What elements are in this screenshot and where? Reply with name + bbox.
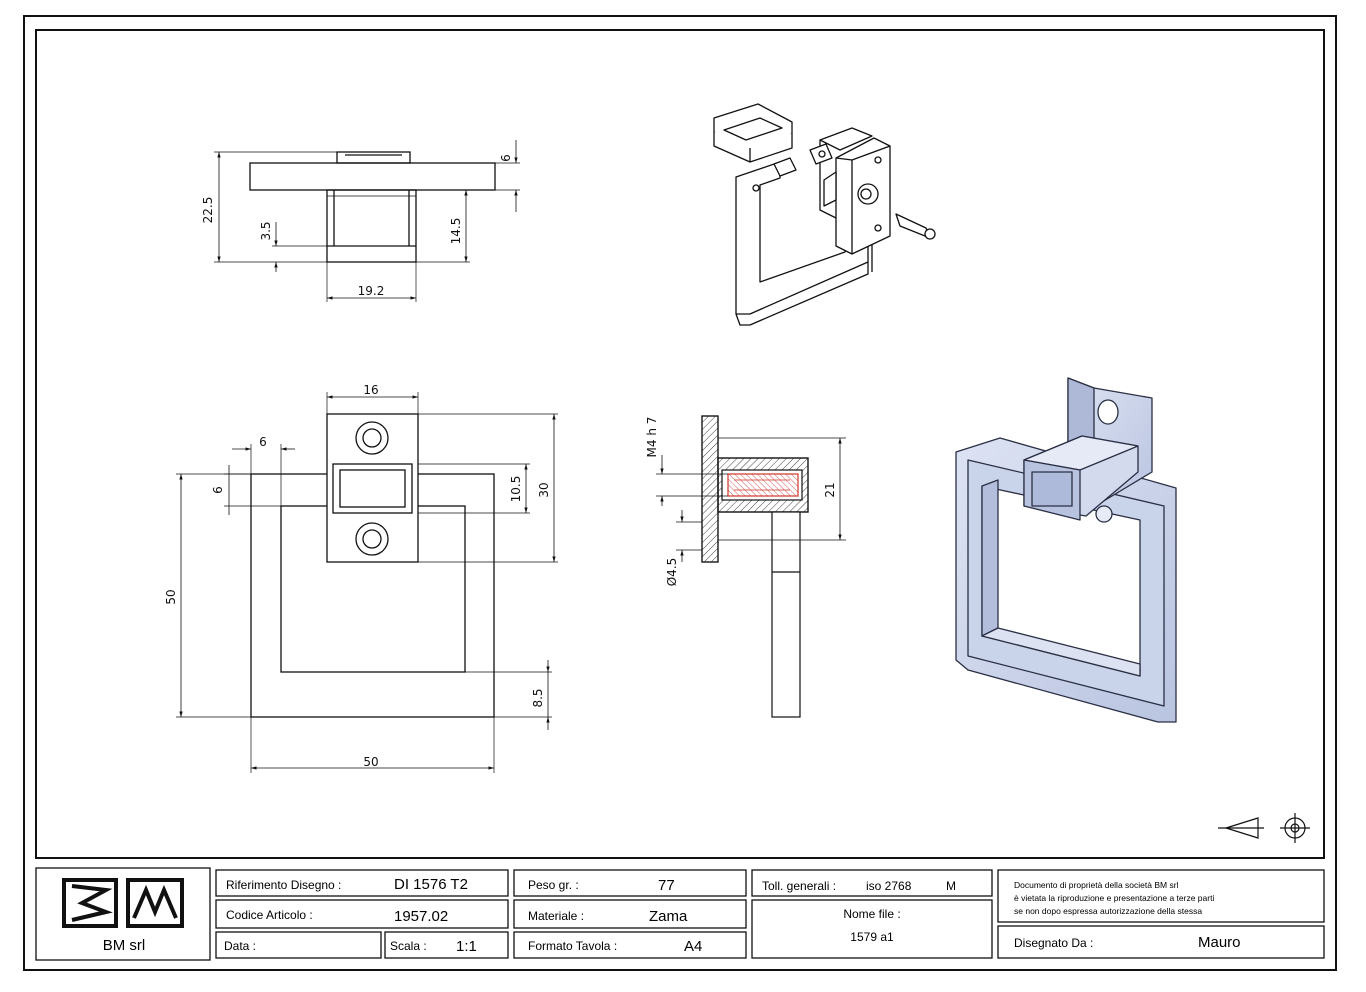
top-view xyxy=(214,140,520,302)
notice-line-2: è vietata la riproduzione e presentazion… xyxy=(1014,893,1214,903)
notice-line-1: Documento di proprietà della società BM … xyxy=(1014,880,1179,890)
materiale-value: Zama xyxy=(649,908,688,925)
codice-value: 1957.02 xyxy=(394,908,448,925)
dim-diameter-4-5: Ø4.5 xyxy=(665,558,679,587)
dim-14-5: 14.5 xyxy=(449,218,463,245)
inner-border xyxy=(35,29,1325,859)
dim-22-5: 22.5 xyxy=(201,197,215,224)
notice-line-3: se non dopo espressa autorizzazione dell… xyxy=(1014,906,1202,916)
disegnato-value: Mauro xyxy=(1198,934,1241,951)
nome-file-label: Nome file : xyxy=(843,907,900,921)
dim-19-2: 19.2 xyxy=(358,284,385,298)
front-view xyxy=(176,392,558,773)
company-logo xyxy=(62,878,184,928)
projection-symbol-icon xyxy=(1218,813,1310,843)
company-name: BM srl xyxy=(103,937,146,954)
scala-label: Scala : xyxy=(390,939,427,953)
nome-file-value: 1579 a1 xyxy=(850,930,894,944)
peso-value: 77 xyxy=(658,877,675,894)
disegnato-label: Disegnato Da : xyxy=(1014,936,1093,950)
toll-label: Toll. generali : xyxy=(762,879,836,893)
materiale-label: Materiale : xyxy=(528,909,584,923)
dim-21: 21 xyxy=(823,482,837,497)
dim-50-vertical: 50 xyxy=(164,589,178,604)
exploded-view xyxy=(713,103,936,326)
rif-value: DI 1576 T2 xyxy=(394,876,468,893)
toll-value: iso 2768 xyxy=(866,879,912,893)
dim-6-top: 6 xyxy=(499,154,513,162)
dim-m4: M4 h 7 xyxy=(645,417,659,458)
codice-label: Codice Articolo : xyxy=(226,908,313,922)
dim-3-5: 3.5 xyxy=(259,221,273,240)
section-view xyxy=(656,415,846,718)
toll-class: M xyxy=(946,879,956,893)
data-label: Data : xyxy=(224,939,256,953)
dim-6-horizontal: 6 xyxy=(259,435,267,449)
dim-30: 30 xyxy=(537,482,551,497)
dim-8-5: 8.5 xyxy=(531,688,545,707)
peso-label: Peso gr. : xyxy=(528,878,579,892)
dim-16: 16 xyxy=(363,383,378,397)
rif-label: Riferimento Disegno : xyxy=(226,878,341,892)
outer-border xyxy=(23,15,1337,971)
shaded-3d-view xyxy=(955,377,1177,723)
scala-value: 1:1 xyxy=(456,938,477,955)
formato-label: Formato Tavola : xyxy=(528,939,617,953)
title-block xyxy=(35,867,1325,961)
dim-6-vertical: 6 xyxy=(211,486,225,494)
dim-50-horizontal: 50 xyxy=(363,755,378,769)
dim-10-5: 10.5 xyxy=(509,476,523,503)
formato-value: A4 xyxy=(684,938,702,955)
